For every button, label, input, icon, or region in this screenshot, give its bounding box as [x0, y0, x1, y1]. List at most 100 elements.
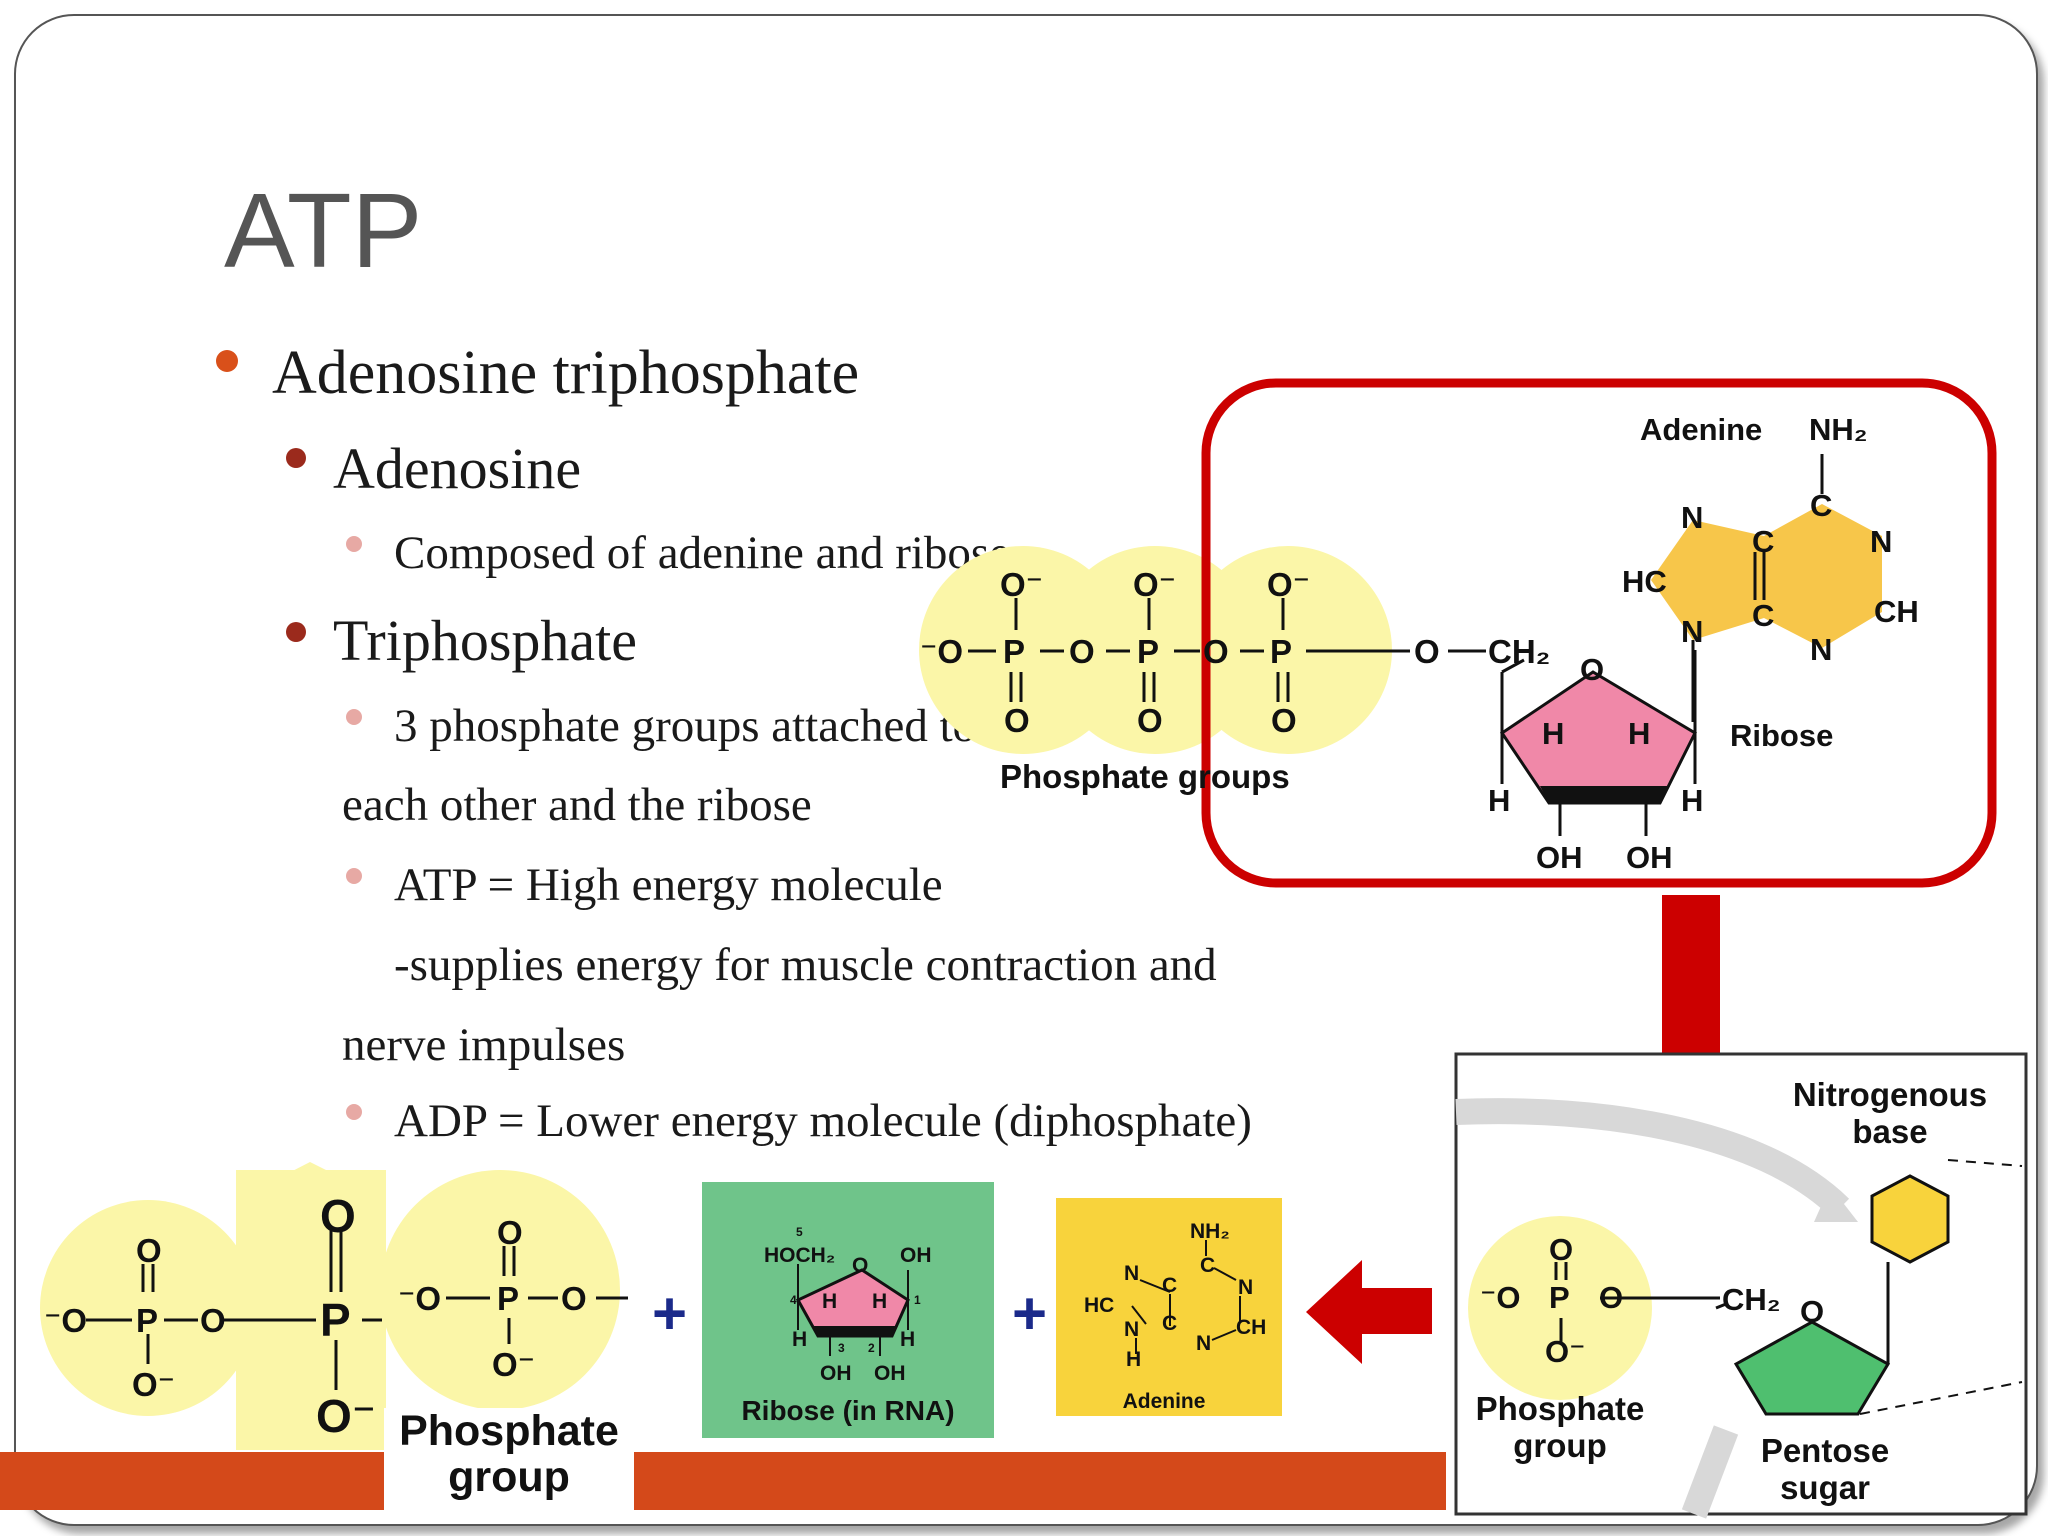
atom-label: H [1542, 716, 1564, 751]
atom-label: O [1580, 652, 1604, 687]
ribose-hoch2: HOCH₂ [764, 1244, 835, 1267]
adenine-six-ring [1764, 504, 1882, 648]
atom-label: C [1752, 524, 1774, 559]
nitrogenous-base-label-box: Nitrogenous base [1792, 1076, 1988, 1150]
atom-label: O [320, 1190, 356, 1242]
atom-label: N [1870, 524, 1892, 559]
nucleotide-gray-arrow-bottom [1681, 1425, 1739, 1519]
ribose-rna-ring-front-edge [812, 1326, 898, 1336]
atom-label: O⁻ [492, 1346, 535, 1383]
atom-label: O⁻ [1133, 566, 1176, 603]
atom-label: CH [1236, 1316, 1266, 1339]
adenine-box-atoms: NH₂ C N N C HC CH C N N H [1084, 1220, 1266, 1371]
atom-label: CH [1874, 594, 1919, 629]
bullet-dot [286, 448, 306, 468]
bottom-phosphate-atoms: O ⁻O P O O⁻ O ⁻O P O O⁻ [44, 1214, 587, 1403]
accent-bar-middle [634, 1452, 1446, 1510]
adenine-box-bonds [1131, 1240, 1241, 1354]
atom-label: C [1200, 1254, 1215, 1277]
atom-label: P [136, 1302, 158, 1339]
atom-label: ⁻O [398, 1280, 441, 1317]
atom-label: C [1162, 1312, 1177, 1335]
pentose-sugar-label: Pentose sugar [1760, 1432, 1890, 1506]
atom-label: ⁻O [44, 1302, 87, 1339]
atom-label: P [1003, 633, 1025, 670]
bullet-triphosphate: Triphosphate [333, 608, 637, 673]
bullet-adenosine: Adenosine [333, 436, 582, 501]
ring-number: 3 [838, 1341, 845, 1355]
nucleotide-phosphate-circle [1468, 1216, 1652, 1400]
atom-label: P [320, 1294, 351, 1346]
atom-label: HC [1084, 1294, 1114, 1317]
atom-label: CH₂ [1488, 633, 1550, 670]
nucleotide-base-hexagon [1870, 1174, 1950, 1264]
atom-label: ⁻O [920, 633, 963, 670]
atom-label: H [792, 1328, 807, 1351]
ribose-atoms: O H H H H OH OH [1488, 652, 1703, 875]
atom-label: P [497, 1280, 519, 1317]
nucleotide-gray-arrow [1455, 1098, 1850, 1218]
atom-label: ⁻O [1480, 1280, 1520, 1315]
ring-number: 2 [868, 1341, 875, 1355]
ribose-rna-numbers: 5 4 3 2 1 [790, 1225, 921, 1355]
atom-label: O [1004, 702, 1030, 739]
adenine-atoms: NH₂ C N N C HC CH C N N [1622, 412, 1919, 667]
adenine-label: Adenine [1640, 412, 1762, 447]
ribose-ring-front-edge [1540, 786, 1670, 803]
atom-label: N [1681, 500, 1703, 535]
slide-title: ATP [224, 172, 423, 290]
atom-label: OH [1536, 840, 1583, 875]
plus-sign: + [1012, 1280, 1047, 1347]
nucleotide-ch2: CH₂ [1722, 1282, 1781, 1317]
atom-label: O⁻ [132, 1366, 175, 1403]
adenine-box-nh2: NH₂ [1190, 1220, 1230, 1243]
atom-label: O [200, 1302, 226, 1339]
bullet-dot [286, 622, 306, 642]
ribose-rna-label: Ribose (in RNA) [741, 1395, 954, 1426]
atom-label: O [497, 1214, 523, 1251]
ribose-label: Ribose [1730, 718, 1833, 753]
bottom-phosphate-group-label: Phosphate group [399, 1408, 619, 1501]
atom-label: O⁻ [1267, 566, 1310, 603]
bottom-phosphate-chain [40, 1162, 620, 1450]
atom-label: OH [874, 1362, 906, 1385]
phosphate-groups-label: Phosphate groups [1000, 758, 1290, 795]
atom-label: O⁻ [316, 1390, 376, 1442]
atom-label: H [1628, 716, 1650, 751]
bullet-adenosine-triphosphate: Adenosine triphosphate [272, 339, 860, 407]
atom-label: O⁻ [1000, 566, 1043, 603]
adenine-five-ring [1651, 520, 1764, 640]
phosphate-group-label-bg [384, 1408, 634, 1512]
atom-label: O [1549, 1232, 1573, 1267]
ring-number: 5 [796, 1225, 803, 1239]
atom-label: N [1238, 1276, 1253, 1299]
bottom-phosphate-group-label-box: Phosphate group [399, 1408, 619, 1501]
phosphate-chain-bonds [968, 598, 1486, 702]
bullet-three-phosphate: 3 phosphate groups attached to [394, 700, 977, 752]
atp-highlight-box [1201, 378, 1997, 888]
nucleotide-gray-arrowhead [1814, 1186, 1858, 1222]
atom-label: N [1124, 1318, 1139, 1341]
bottom-phosphate-atoms-large: O P O⁻ [316, 1190, 376, 1442]
accent-bar-left [0, 1452, 384, 1510]
atom-label: O [852, 1254, 868, 1277]
atom-label: O [1069, 633, 1095, 670]
atom-label: C [1752, 598, 1774, 633]
atom-label: O⁻ [1545, 1334, 1585, 1369]
bullet-dot [216, 350, 238, 372]
pentose-sugar-label-box: Pentose sugar [1760, 1432, 1890, 1506]
bullet-adp-lower-energy: ADP = Lower energy molecule (diphosphate… [394, 1095, 1252, 1147]
bullet-composed: Composed of adenine and ribose [394, 527, 1011, 579]
nucleotide-phosphate-label: Phosphate group [1475, 1390, 1645, 1464]
ribose-rna-bonds [797, 1264, 909, 1356]
nitrogenous-base-label: Nitrogenous base [1792, 1076, 1988, 1150]
atom-label: H [1126, 1348, 1141, 1371]
bullet-atp-nerve: nerve impulses [342, 1019, 626, 1071]
atom-label: C [1810, 488, 1832, 523]
phosphate-chain-atoms: O⁻ O⁻ O⁻ ⁻O P O P O P O O O O CH₂ [920, 566, 1550, 739]
ribose-bonds [1500, 650, 1697, 836]
ribose-rna-atoms: HOCH₂ OH O H H H H OH OH [764, 1244, 932, 1385]
atom-label: H [1681, 783, 1703, 818]
plus-sign: + [652, 1280, 687, 1347]
atom-label: O [1414, 633, 1440, 670]
